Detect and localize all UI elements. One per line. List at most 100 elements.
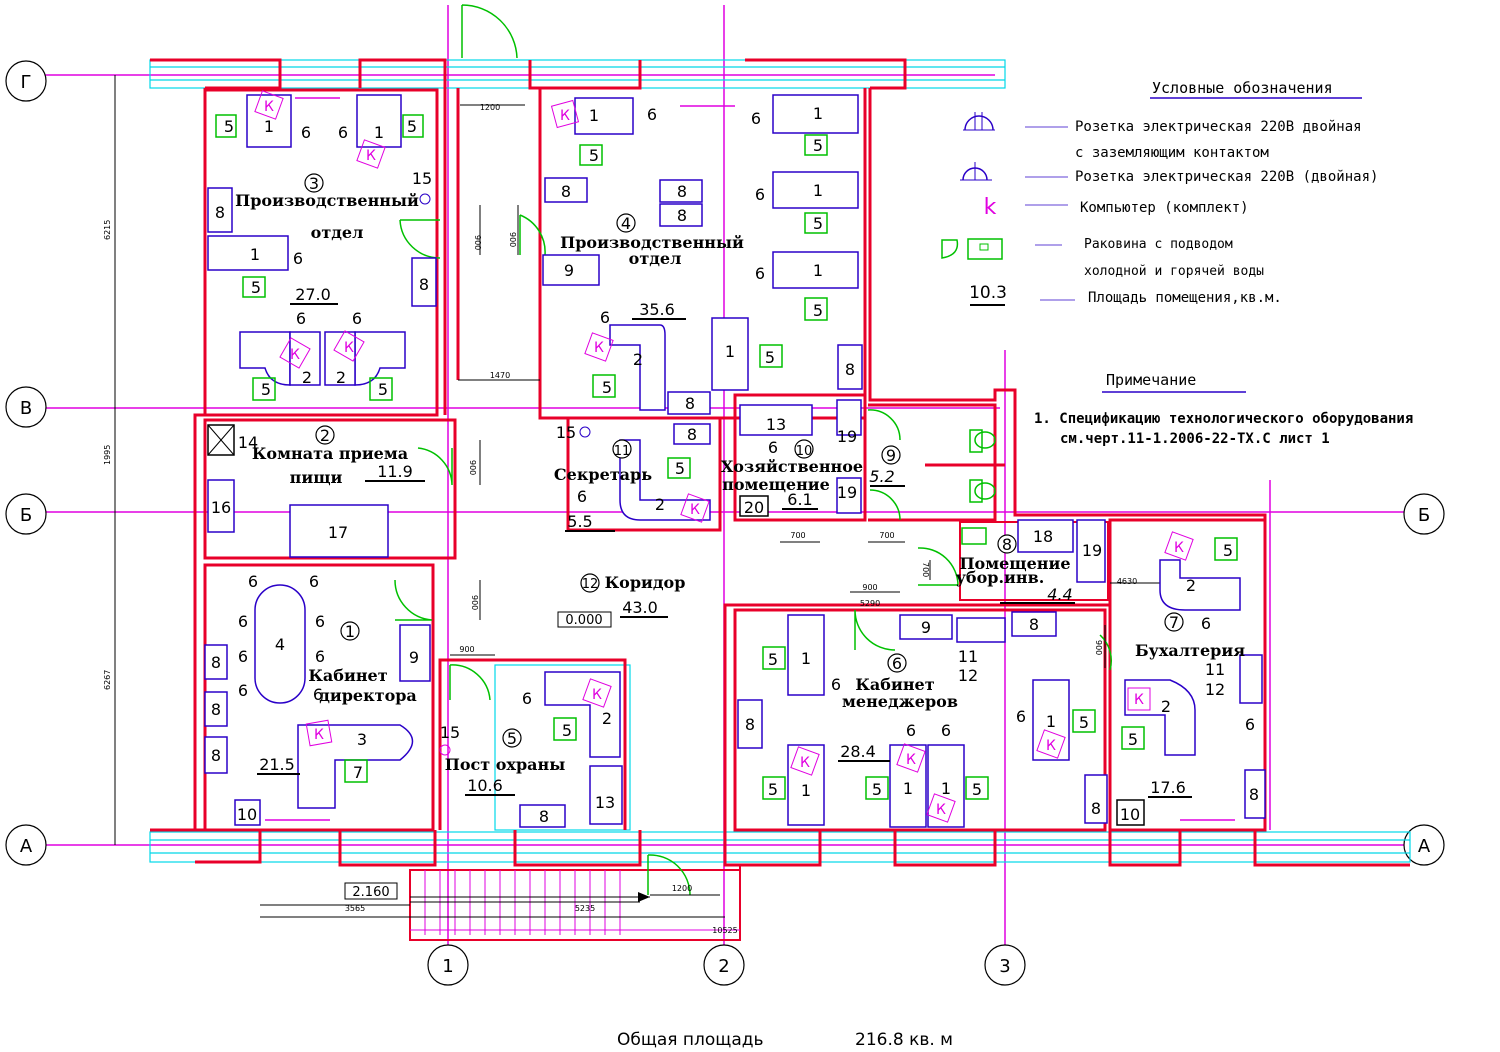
svg-text:5: 5 — [813, 136, 823, 155]
svg-text:12: 12 — [1205, 680, 1225, 699]
chair-6: 6 — [1245, 715, 1255, 734]
svg-text:4630: 4630 — [1117, 577, 1137, 586]
furniture-service-rooms: 8 2 13 19 19 20 18 19 — [619, 399, 1106, 583]
chair-6: 6 — [248, 572, 258, 591]
computer-icon: К — [584, 332, 614, 362]
svg-text:35.6: 35.6 — [639, 300, 675, 319]
chair-5: 5 — [1121, 726, 1145, 750]
svg-text:Условные обозначения: Условные обозначения — [1152, 79, 1333, 97]
svg-text:8: 8 — [211, 700, 221, 719]
svg-text:8: 8 — [419, 275, 429, 294]
svg-text:17: 17 — [328, 523, 348, 542]
svg-text:3: 3 — [999, 956, 1010, 977]
svg-text:1: 1 — [374, 123, 384, 142]
svg-text:5: 5 — [507, 729, 517, 748]
svg-text:5: 5 — [562, 721, 572, 740]
chair-5: 5 — [965, 776, 989, 800]
svg-text:10.3: 10.3 — [969, 283, 1007, 303]
svg-text:1: 1 — [903, 779, 913, 798]
room-12-label: 12 Коридор 43.0 0.000 — [557, 573, 686, 628]
chair-6: 6 — [906, 721, 916, 740]
svg-text:Общая площадь: Общая площадь — [617, 1030, 764, 1050]
svg-text:6: 6 — [647, 105, 657, 124]
svg-text:2: 2 — [633, 350, 643, 369]
svg-text:900: 900 — [508, 232, 517, 247]
computer-icon: К — [279, 337, 311, 369]
svg-text:9: 9 — [409, 648, 419, 667]
svg-text:1: 1 — [1046, 712, 1056, 731]
chair-6: 6 — [768, 438, 778, 457]
svg-text:6215: 6215 — [103, 220, 112, 240]
svg-text:900: 900 — [459, 645, 474, 654]
computer-icon: К — [254, 90, 284, 120]
svg-text:6: 6 — [238, 647, 248, 666]
svg-text:8: 8 — [845, 360, 855, 379]
chair-6: 6 — [941, 721, 951, 740]
svg-text:7: 7 — [353, 763, 363, 782]
svg-text:900: 900 — [473, 235, 482, 250]
svg-text:8: 8 — [1029, 615, 1039, 634]
svg-text:5: 5 — [813, 214, 823, 233]
svg-text:пищи: пищи — [290, 468, 343, 487]
svg-text:1200: 1200 — [672, 884, 692, 893]
svg-text:5: 5 — [768, 780, 778, 799]
room-7-label: 7 Бухалтерия 17.6 — [1135, 612, 1245, 798]
svg-text:9: 9 — [921, 618, 931, 637]
misc-equipment-labels: 15 15 15 11 12 11 12 — [412, 169, 1225, 756]
doors — [394, 4, 1113, 896]
walls — [150, 58, 1410, 941]
svg-text:2: 2 — [336, 368, 346, 387]
svg-text:8: 8 — [1249, 785, 1259, 804]
svg-text:13: 13 — [766, 415, 786, 434]
svg-text:8: 8 — [1091, 799, 1101, 818]
svg-text:1: 1 — [801, 781, 811, 800]
svg-text:1: 1 — [264, 117, 274, 136]
svg-text:15: 15 — [412, 169, 432, 188]
svg-text:5235: 5235 — [575, 904, 595, 913]
axis-bubble-A-right: А — [1403, 824, 1445, 866]
svg-text:Секретарь: Секретарь — [554, 465, 652, 484]
svg-text:К: К — [800, 755, 810, 771]
computer-icon: К — [926, 793, 956, 823]
svg-text:Хозяйственное: Хозяйственное — [721, 457, 863, 476]
svg-text:900: 900 — [470, 595, 479, 610]
svg-text:6: 6 — [238, 612, 248, 631]
chair-6: 6 — [309, 572, 319, 591]
computer-icon: К — [550, 99, 580, 129]
svg-text:К: К — [1134, 692, 1144, 708]
chair-5: 5 — [369, 377, 393, 401]
svg-text:К: К — [264, 99, 274, 115]
svg-text:6: 6 — [315, 647, 325, 666]
svg-text:Коридор: Коридор — [605, 573, 686, 592]
svg-text:2: 2 — [1161, 697, 1171, 716]
svg-text:5: 5 — [813, 301, 823, 320]
svg-text:отдел: отдел — [629, 249, 682, 268]
svg-text:6: 6 — [522, 689, 532, 708]
svg-text:6: 6 — [768, 438, 778, 457]
chair-5: 5 — [804, 297, 828, 321]
svg-text:5: 5 — [1223, 541, 1233, 560]
svg-text:216.8 кв. м: 216.8 кв. м — [855, 1030, 953, 1050]
computer-legend-icon: k — [984, 195, 997, 220]
svg-text:холодной и горячей воды: холодной и горячей воды — [1084, 264, 1264, 279]
svg-text:11: 11 — [614, 444, 631, 459]
svg-text:6: 6 — [1245, 715, 1255, 734]
room-3-label: 3 Производственный отдел 27.0 — [235, 173, 419, 305]
svg-text:Бухалтерия: Бухалтерия — [1135, 641, 1245, 660]
svg-text:5: 5 — [768, 650, 778, 669]
svg-text:6: 6 — [238, 681, 248, 700]
chair-7: 7 — [344, 759, 368, 783]
svg-text:3565: 3565 — [345, 904, 365, 913]
axis-bubble-V: В — [5, 386, 47, 428]
svg-text:отдел: отдел — [311, 223, 364, 242]
chair-6: 6 — [647, 105, 657, 124]
chair-5: 5 — [252, 377, 276, 401]
svg-text:8: 8 — [745, 715, 755, 734]
svg-text:Розетка электрическая 220В (д: Розетка электрическая 220В (двойная) — [1075, 169, 1378, 185]
chair-5: 5 — [1214, 537, 1238, 561]
svg-text:помещение: помещение — [722, 475, 830, 494]
svg-text:1: 1 — [725, 342, 735, 361]
svg-text:6: 6 — [352, 309, 362, 328]
svg-text:2: 2 — [1186, 576, 1196, 595]
